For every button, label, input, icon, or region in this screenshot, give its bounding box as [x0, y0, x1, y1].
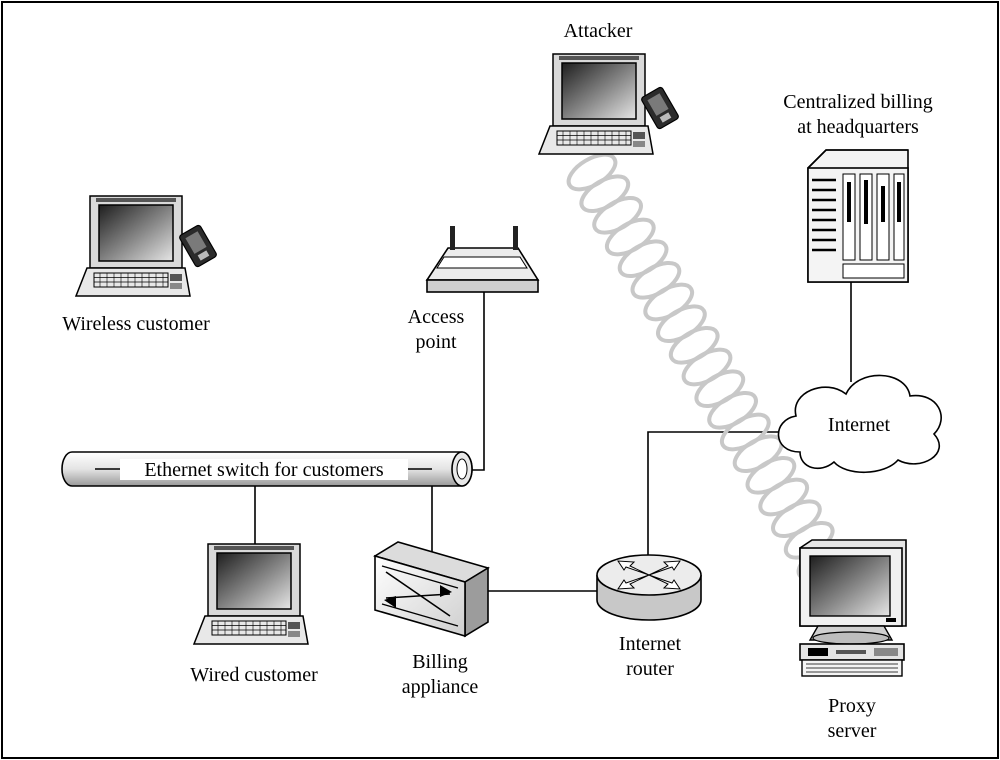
wireless-laptop-icon	[75, 195, 218, 297]
proxy-label-line2: server	[828, 720, 877, 742]
billing-hq-label-line1: Centralized billing	[783, 91, 932, 113]
wired-customer-label: Wired customer	[190, 664, 318, 686]
laptop-icon	[193, 543, 309, 645]
billing-appliance-label-line2: appliance	[402, 676, 479, 698]
pipe-switch-icon	[61, 451, 473, 487]
access-point-label-line2: point	[415, 331, 457, 353]
access-point-label-line1: Access	[408, 306, 465, 328]
desktop-computer-icon	[799, 539, 907, 677]
proxy-label-line1: Proxy	[828, 695, 876, 717]
wireless-customer-label: Wireless customer	[62, 313, 210, 335]
billing-appliance-label-line1: Billing	[412, 651, 468, 673]
internet-label: Internet	[828, 414, 891, 436]
link-router-internet	[647, 431, 780, 562]
billing-hq-label-line2: at headquarters	[797, 116, 919, 138]
link-access-point-switch	[470, 292, 485, 471]
network-appliance-icon	[373, 541, 490, 638]
router-label-line2: router	[626, 658, 674, 680]
attacker-label: Attacker	[564, 20, 633, 42]
switch-label: Ethernet switch for customers	[144, 459, 384, 481]
wireless-router-icon	[425, 226, 540, 293]
router-icon	[596, 554, 702, 621]
attacker-laptop-icon	[538, 53, 680, 155]
cloud-icon	[777, 374, 942, 473]
server-rack-icon	[807, 149, 909, 283]
router-label-line1: Internet	[619, 633, 682, 655]
